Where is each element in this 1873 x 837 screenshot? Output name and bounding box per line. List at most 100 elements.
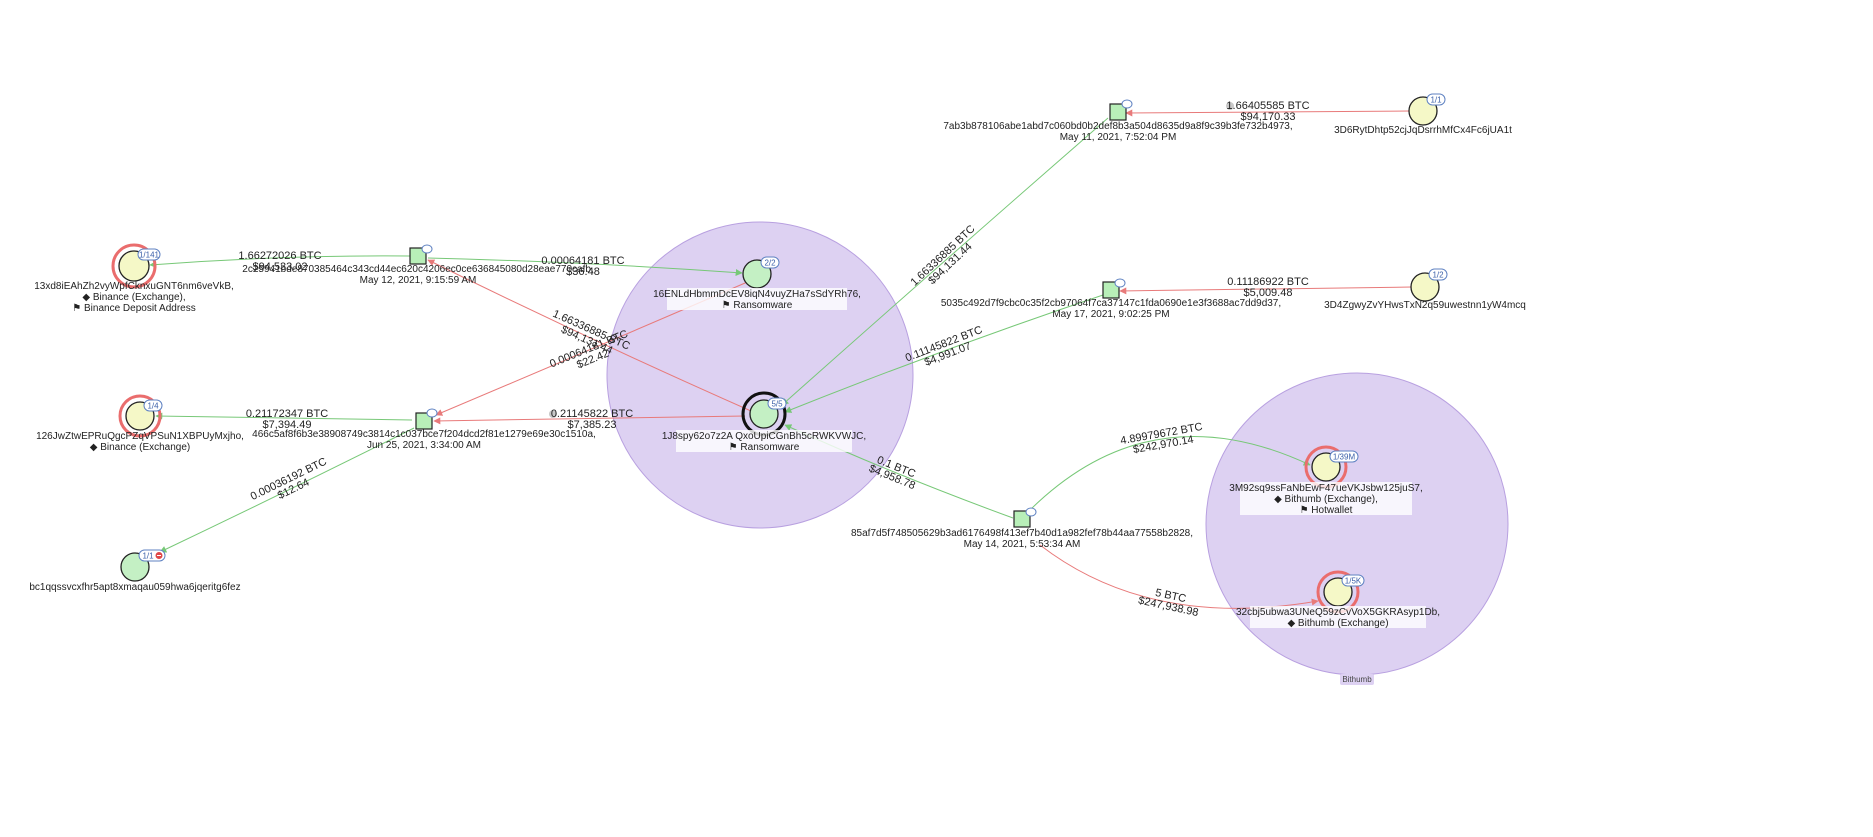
svg-text:1/39M: 1/39M [1333, 453, 1356, 462]
edge-e11[interactable] [1119, 286, 1413, 295]
svg-text:$5,009.48: $5,009.48 [1244, 287, 1293, 299]
transaction-square-icon [415, 412, 433, 430]
node-label: ◆ Binance (Exchange) [90, 442, 191, 453]
edge-label-e13: 4.89979672 BTC $242,970.14 [1119, 421, 1203, 456]
node-label: ⚑ Binance Deposit Address [72, 303, 195, 314]
edge-e1[interactable] [149, 255, 411, 269]
node-label: May 11, 2021, 7:52:04 PM [1060, 132, 1177, 143]
svg-text:$94,533.02: $94,533.02 [252, 261, 307, 273]
tx-node-5035[interactable]: 5035c492d7f9cbc0c35f2cb97064f7ca37147c1f… [941, 278, 1281, 320]
svg-text:1/4: 1/4 [147, 402, 159, 411]
edge-e9[interactable] [1125, 109, 1411, 117]
address-node-bc1q[interactable]: 1/1 bc1qqssvcxfhr5apt8xmaqau059hwa6jqeri… [29, 549, 241, 593]
transaction-square-icon [1013, 510, 1031, 528]
node-label: 16ENLdHbmmDcEV8iqN4vuyZHa7sSdYRh76, [653, 289, 861, 300]
svg-text:0.21172347 BTC: 0.21172347 BTC [246, 408, 328, 420]
svg-text:1/1: 1/1 [1430, 96, 1442, 105]
node-label: 5035c492d7f9cbc0c35f2cb97064f7ca37147c1f… [941, 298, 1281, 309]
tx-badge-icon[interactable] [421, 244, 433, 254]
tx-node-85af[interactable]: 85af7d5f748505629b3ad6176498f413ef7b40d1… [851, 507, 1193, 550]
svg-text:1/141: 1/141 [139, 251, 160, 260]
svg-text:5/5: 5/5 [771, 400, 783, 409]
edge-label-e6: 0.21145822 BTC $7,385.23 [549, 408, 633, 431]
address-node-3d4z[interactable]: 1/2 3D4ZgwyZvYHwsTxN2q59uwestnn1yW4mcq [1324, 268, 1526, 311]
node-badge[interactable] [1341, 574, 1365, 587]
node-label: 3D4ZgwyZvYHwsTxN2q59uwestnn1yW4mcq [1324, 300, 1526, 311]
bithumb-cluster-label: Bithumb [1342, 675, 1372, 684]
edge-label-e10: 0.11145822 BTC $4,991.07 [904, 324, 984, 369]
node-label: bc1qqssvcxfhr5apt8xmaqau059hwa6jqeritg6f… [29, 582, 240, 593]
node-label: Jun 25, 2021, 3:34:00 AM [367, 440, 481, 451]
tx-badge-icon[interactable] [1025, 507, 1037, 517]
exchange-ring-icon [111, 243, 157, 289]
node-label: 2c25941bde870385464c343cd44ec620c4206ec0… [242, 264, 593, 275]
node-label: 466c5af8f6b3e38908749c3814c1c037bce7f204… [252, 429, 596, 440]
edge-label-e7: 0.00036192 BTC $12.64 [249, 456, 329, 503]
edge-e3[interactable] [427, 259, 761, 416]
node-label: ⚑ Ransomware [729, 442, 800, 453]
svg-text:1.66405585 BTC: 1.66405585 BTC [1226, 100, 1309, 112]
tx-badge-icon[interactable] [1114, 278, 1126, 288]
edge-label-e1: 1.66272026 BTC $94,533.02 [238, 250, 321, 273]
edge-label-e9: 1.66405585 BTC $94,170.33 [1226, 100, 1310, 123]
svg-text:0.00064181 BTC: 0.00064181 BTC [541, 255, 624, 267]
blocked-icon-bar [157, 555, 161, 556]
edge-e6[interactable] [433, 415, 746, 425]
node-badge[interactable] [137, 248, 161, 261]
node-badge[interactable] [1426, 93, 1446, 106]
edge-e8[interactable] [781, 117, 1109, 406]
node-label: ◆ Bithumb (Exchange) [1287, 618, 1388, 629]
info-icon[interactable] [1226, 102, 1234, 110]
address-node-3d6r[interactable]: 1/1 3D6RytDhtp52cjJqDsrrhMfCx4Fc6jUA1t [1334, 93, 1512, 136]
tx-node-466c[interactable]: 466c5af8f6b3e38908749c3814c1c037bce7f204… [252, 408, 596, 451]
edge-label-e5: 0.21172347 BTC $7,394.49 [246, 408, 328, 431]
transaction-square-icon [1109, 103, 1127, 121]
edge-e7[interactable] [159, 427, 415, 553]
edge-e10[interactable] [784, 294, 1104, 413]
address-node-32cb[interactable]: 1/5K 32cbj5ubwa3UNeQ59zCvVoX5GKRAsyp1Db,… [1236, 570, 1440, 629]
svg-text:$94,170.33: $94,170.33 [1240, 111, 1295, 123]
node-label: ⚑ Hotwallet [1300, 505, 1353, 516]
edge-label-e11: 0.11186922 BTC $5,009.48 [1227, 276, 1309, 299]
circle-address-icon [1410, 272, 1440, 302]
node-badge[interactable] [1329, 450, 1359, 463]
node-label: May 12, 2021, 9:15:59 AM [360, 275, 477, 286]
address-node-1j8s[interactable]: 5/5 1J8spy62o7z2A QxoUpiCGnBh5cRWKVWJC, … [662, 391, 866, 453]
node-badge[interactable] [143, 399, 163, 412]
node-label: 3M92sq9ssFaNbEwF47ueVKJsbw125juS7, [1229, 483, 1422, 494]
svg-text:0.11186922 BTC: 0.11186922 BTC [1227, 276, 1309, 288]
edge-label-e8: 1.66336885 BTC $94,131.44 [908, 223, 977, 289]
node-badge[interactable] [767, 397, 787, 410]
exchange-ring-icon [118, 394, 162, 438]
edge-e5[interactable] [155, 412, 413, 421]
transaction-square-icon [409, 247, 427, 265]
node-badge[interactable] [760, 256, 780, 269]
node-label: May 17, 2021, 9:02:25 PM [1052, 309, 1169, 320]
transaction-square-icon [1102, 281, 1120, 299]
address-node-16en[interactable]: 2/2 16ENLdHbmmDcEV8iqN4vuyZHa7sSdYRh76, … [653, 256, 861, 311]
svg-text:1/1: 1/1 [142, 552, 154, 561]
edge-e13[interactable] [1027, 435, 1311, 513]
node-label: ◆ Bithumb (Exchange), [1274, 494, 1378, 505]
svg-text:1/2: 1/2 [1432, 271, 1444, 280]
tx-badge-icon[interactable] [1121, 99, 1133, 109]
address-node-13xd8[interactable]: 1/141 13xd8iEAhZh2vyWpfCknxuGNT6nm6veVkB… [34, 243, 234, 314]
svg-text:0.21145822 BTC: 0.21145822 BTC [551, 408, 633, 420]
edge-label-e14: 5 BTC $247,938.98 [1137, 587, 1199, 619]
tx-node-7ab3[interactable]: 7ab3b878106abe1abd7c060bd0b2def8b3a504d8… [943, 99, 1293, 143]
bithumb-cluster[interactable] [1205, 372, 1509, 676]
tx-node-2c25[interactable]: 2c25941bde870385464c343cd44ec620c4206ec0… [242, 244, 594, 286]
address-node-3m92[interactable]: 1/39M 3M92sq9ssFaNbEwF47ueVKJsbw125juS7,… [1229, 445, 1423, 516]
svg-text:2/2: 2/2 [764, 259, 776, 268]
tx-badge-icon[interactable] [426, 408, 438, 418]
edge-e2[interactable] [427, 257, 743, 277]
node-label: 126JwZtwEPRuQgcPZqVPSuN1XBPUyMxjho, [36, 431, 244, 442]
node-label: 32cbj5ubwa3UNeQ59zCvVoX5GKRAsyp1Db, [1236, 607, 1440, 618]
address-node-126jw[interactable]: 1/4 126JwZtwEPRuQgcPZqVPSuN1XBPUyMxjho, … [36, 394, 244, 453]
node-label: 3D6RytDhtp52cjJqDsrrhMfCx4Fc6jUA1t [1334, 125, 1512, 136]
node-badge[interactable] [1428, 268, 1448, 281]
svg-text:$7,385.23: $7,385.23 [568, 419, 617, 431]
svg-text:1/5K: 1/5K [1345, 577, 1362, 586]
info-icon[interactable] [549, 410, 557, 418]
